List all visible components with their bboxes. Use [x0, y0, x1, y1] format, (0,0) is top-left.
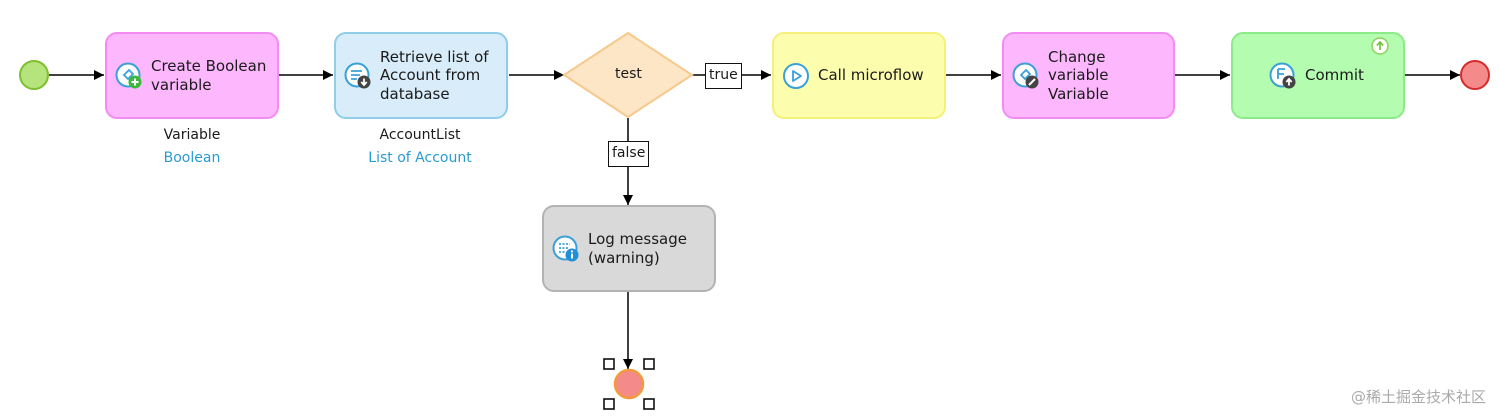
decision-gateway[interactable]	[562, 31, 694, 119]
log-message-activity[interactable]: Log message (warning)	[542, 205, 716, 292]
change-variable-icon	[1012, 62, 1040, 90]
log-message-label: Log message (warning)	[588, 230, 687, 267]
create-boolean-label: Create Boolean variable	[151, 57, 267, 94]
log-message-icon	[552, 235, 580, 263]
commit-icon	[1269, 62, 1297, 90]
end-event-selected[interactable]	[613, 368, 645, 400]
retrieve-activity[interactable]: Retrieve list of Account from database	[334, 32, 508, 119]
retrieve-output-name: AccountList	[379, 127, 461, 143]
retrieve-icon	[344, 62, 372, 90]
true-condition-label: true	[705, 63, 742, 89]
create-variable-icon	[115, 62, 143, 90]
call-microflow-icon	[782, 62, 810, 90]
watermark: @稀土掘金技术社区	[1350, 388, 1486, 406]
upload-arrow-icon	[1371, 37, 1389, 55]
false-condition-label: false	[608, 141, 650, 167]
decision-label: test	[615, 66, 642, 82]
selection-handle[interactable]	[603, 358, 615, 370]
selection-handle[interactable]	[603, 398, 615, 410]
change-variable-label: Change variable Variable	[1048, 47, 1109, 103]
retrieve-output-type: List of Account	[368, 150, 472, 166]
commit-label: Commit	[1305, 66, 1364, 85]
call-microflow-activity[interactable]: Call microflow	[772, 32, 946, 119]
commit-activity[interactable]: Commit	[1231, 32, 1405, 119]
call-microflow-label: Call microflow	[818, 66, 924, 85]
selection-handle[interactable]	[643, 358, 655, 370]
create-boolean-output-type: Boolean	[163, 150, 221, 166]
end-event[interactable]	[1460, 60, 1490, 90]
change-variable-activity[interactable]: Change variable Variable	[1002, 32, 1175, 119]
start-event[interactable]	[19, 60, 49, 90]
selection-handle[interactable]	[643, 398, 655, 410]
retrieve-label: Retrieve list of Account from database	[380, 47, 489, 103]
create-boolean-output-name: Variable	[163, 127, 221, 143]
create-boolean-activity[interactable]: Create Boolean variable	[105, 32, 279, 119]
